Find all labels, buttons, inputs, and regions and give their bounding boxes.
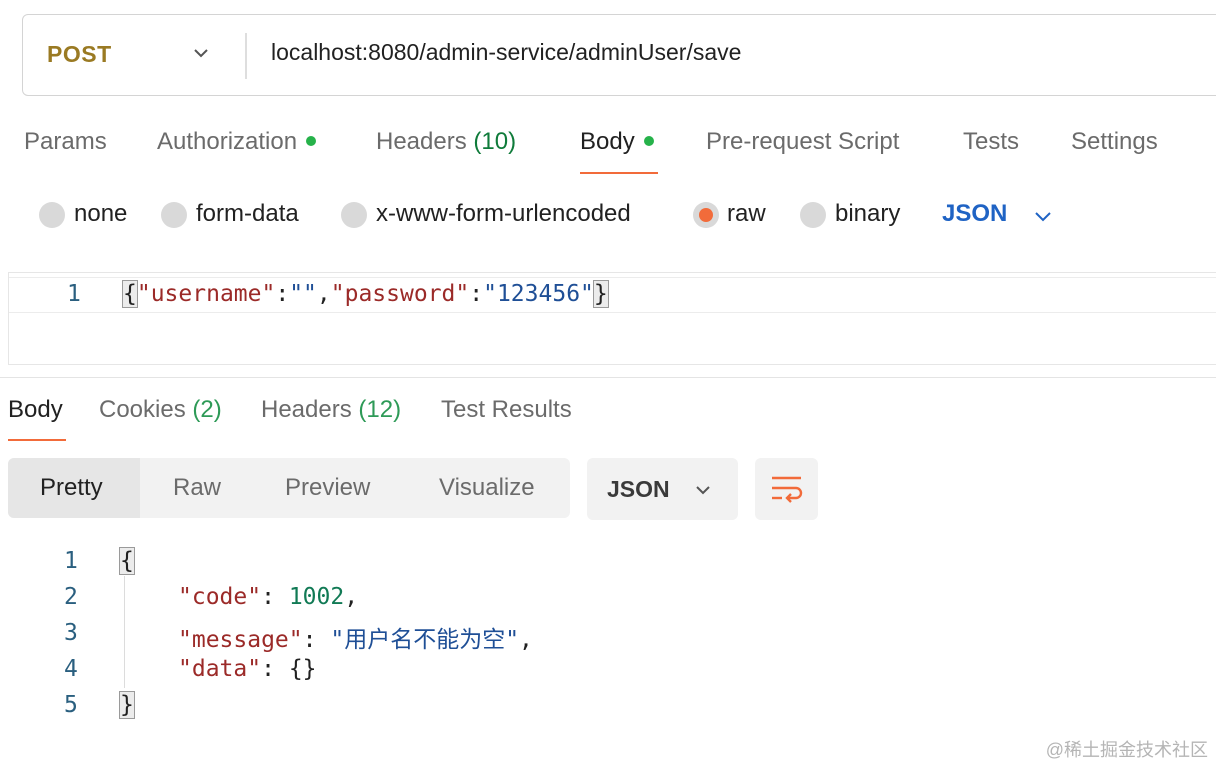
brace: } [592, 280, 609, 308]
json-key: "code" [178, 584, 262, 610]
chevron-down-icon[interactable] [1032, 205, 1054, 227]
line-number: 3 [64, 620, 78, 646]
tab-label: Headers [261, 396, 352, 423]
response-tab-body[interactable]: Body [8, 396, 63, 424]
json-punct: : [261, 584, 275, 610]
tab-authorization[interactable]: Authorization [157, 128, 317, 156]
json-punct: : [261, 656, 275, 682]
tab-label: Headers [376, 128, 467, 155]
response-format-select[interactable] [587, 458, 738, 520]
line-number: 5 [64, 692, 78, 718]
json-punct: : [275, 281, 290, 307]
watermark: @稀土掘金技术社区 [1045, 740, 1208, 760]
json-key: "data" [178, 656, 262, 682]
json-punct: : [469, 281, 484, 307]
line-number: 1 [64, 548, 78, 574]
json-string: "用户名不能为空" [330, 627, 520, 653]
response-format-label[interactable]: JSON [607, 476, 670, 502]
radio-label-x-www-form-urlencoded[interactable]: x-www-form-urlencoded [376, 200, 631, 227]
response-tab-cookies[interactable]: Cookies (2) [99, 396, 222, 424]
line-number: 2 [64, 584, 78, 610]
json-number: 1002 [288, 584, 345, 610]
radio-label-none[interactable]: none [74, 200, 128, 227]
tab-count: (12) [358, 396, 402, 423]
tab-label: Params [24, 128, 107, 155]
json-key: "password" [330, 281, 470, 307]
tab-tests[interactable]: Tests [963, 128, 1019, 156]
url-bar: POST localhost:8080/admin-service/adminU… [22, 14, 1216, 96]
json-punct: , [519, 627, 533, 653]
tab-label: Settings [1071, 128, 1158, 155]
tab-settings[interactable]: Settings [1071, 128, 1158, 156]
code-line: {"username":"","password":"123456"} [122, 280, 609, 308]
radio-raw[interactable] [693, 202, 719, 228]
tab-label: Test Results [441, 396, 572, 423]
active-tab-indicator [8, 439, 66, 441]
line-number: 4 [64, 656, 78, 682]
status-dot-icon [643, 135, 654, 146]
json-string: "" [289, 281, 317, 307]
method-select[interactable]: POST [47, 41, 112, 67]
line-number: 1 [67, 281, 81, 307]
view-visualize[interactable]: Visualize [439, 474, 535, 501]
tab-pre-request-script[interactable]: Pre-request Script [706, 128, 899, 156]
json-object: {} [288, 656, 317, 682]
view-pretty[interactable]: Pretty [40, 474, 103, 501]
json-punct: : [302, 627, 317, 653]
divider [0, 377, 1216, 378]
json-string: "123456" [483, 281, 594, 307]
chevron-down-icon[interactable] [191, 43, 211, 63]
json-punct: , [344, 584, 359, 610]
tab-label: Cookies [99, 396, 186, 423]
json-punct: , [316, 281, 331, 307]
radio-binary[interactable] [800, 202, 826, 228]
code-line: { [119, 547, 135, 575]
radio-label-raw[interactable]: raw [727, 200, 766, 227]
radio-label-form-data[interactable]: form-data [196, 200, 299, 227]
brace: { [119, 547, 135, 575]
view-active-bg [8, 458, 140, 518]
json-key: "message" [178, 627, 303, 653]
chevron-down-icon[interactable] [693, 480, 713, 500]
tab-headers[interactable]: Headers (10) [376, 128, 516, 156]
status-dot-icon [306, 135, 317, 146]
indent-guide [124, 576, 125, 688]
tab-label: Authorization [157, 128, 298, 155]
tab-label: Body [580, 128, 635, 155]
code-line: "message": "用户名不能为空", [178, 620, 533, 654]
tab-label: Body [8, 396, 63, 423]
json-key: "username" [136, 281, 276, 307]
code-line: "data": {} [178, 656, 317, 682]
tab-count: (2) [192, 396, 222, 423]
view-preview[interactable]: Preview [285, 474, 371, 501]
radio-none[interactable] [39, 202, 65, 228]
tab-params[interactable]: Params [24, 128, 107, 156]
tab-label: Tests [963, 128, 1020, 155]
current-line-highlight [9, 277, 1216, 313]
view-raw[interactable]: Raw [173, 474, 222, 501]
response-tab-headers[interactable]: Headers (12) [261, 396, 401, 424]
tab-body[interactable]: Body [580, 128, 654, 156]
request-body-editor[interactable]: 1 {"username":"","password":"123456"} [8, 272, 1216, 365]
brace: { [122, 280, 138, 308]
wrap-lines-button[interactable] [755, 458, 818, 520]
response-tab-test-results[interactable]: Test Results [441, 396, 572, 424]
body-format-select[interactable]: JSON [942, 200, 1008, 227]
wrap-lines-icon [772, 476, 803, 503]
tab-count: (10) [473, 128, 517, 155]
radio-form-data[interactable] [161, 202, 187, 228]
code-line: "code": 1002, [178, 584, 358, 610]
code-line: } [119, 691, 135, 719]
url-input[interactable]: localhost:8080/admin-service/adminUser/s… [271, 39, 742, 65]
brace: } [119, 691, 135, 719]
radio-label-binary[interactable]: binary [835, 200, 901, 227]
radio-x-www-form-urlencoded[interactable] [341, 202, 367, 228]
active-tab-indicator [580, 172, 658, 174]
tab-label: Pre-request Script [706, 128, 900, 155]
divider [245, 33, 247, 79]
